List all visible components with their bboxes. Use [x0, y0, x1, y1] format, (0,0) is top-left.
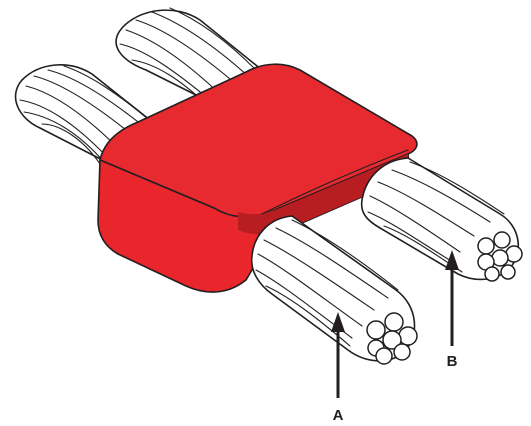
- callout-a: A: [331, 312, 345, 424]
- callout-b: B: [445, 250, 459, 370]
- label-a: A: [333, 407, 344, 424]
- strand-bundle-right: [362, 158, 522, 281]
- label-b: B: [447, 353, 458, 370]
- strand-bundle-left: [252, 216, 417, 364]
